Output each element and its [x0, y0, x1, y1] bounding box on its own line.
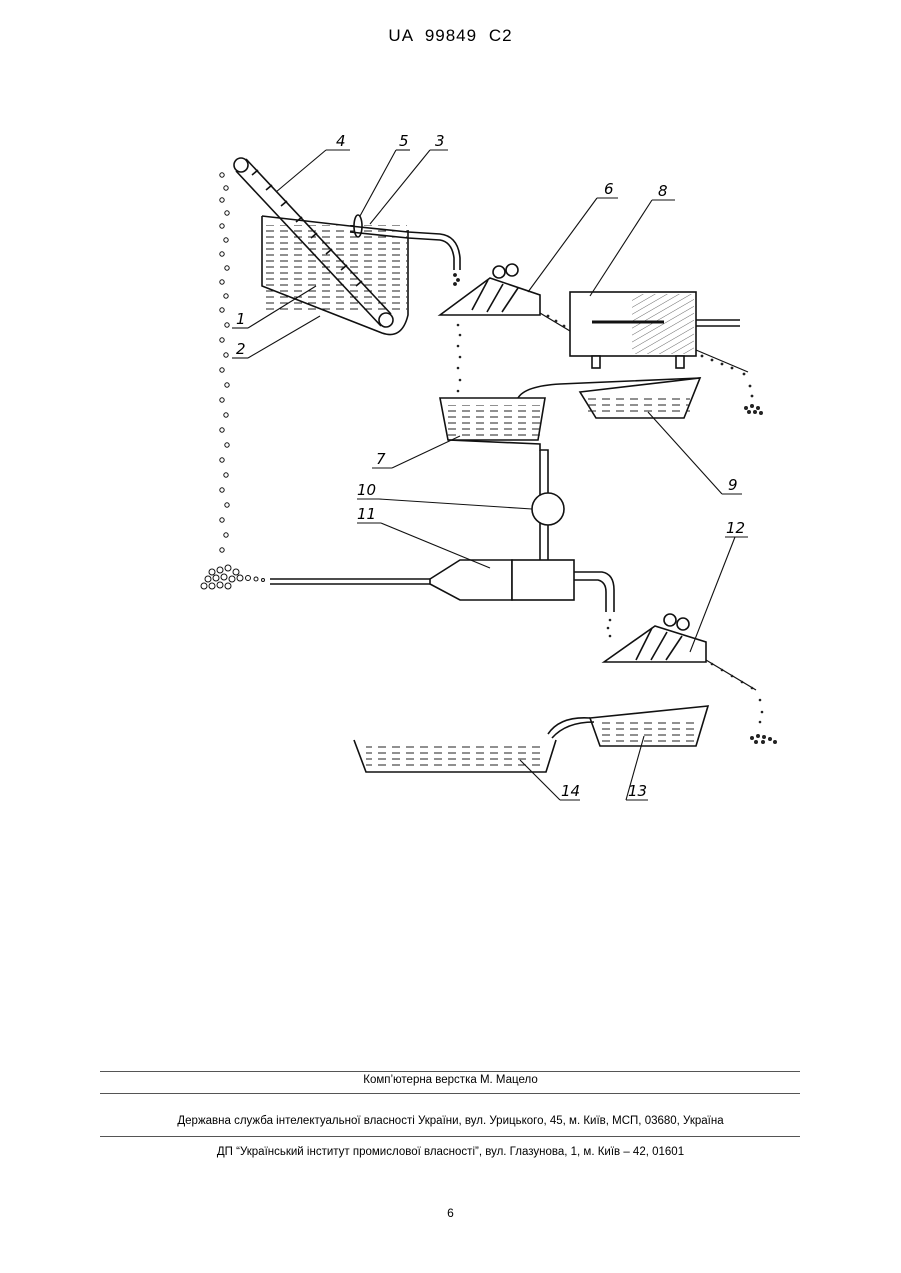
institute-address: ДП “Український інститут промислової вла…: [0, 1146, 901, 1158]
label-4: 4: [336, 132, 346, 150]
page-number: 6: [0, 1206, 901, 1220]
label-12: 12: [726, 519, 745, 537]
tank-13: [548, 706, 708, 746]
label-3: 3: [435, 132, 445, 150]
label-2: 2: [236, 340, 246, 358]
label-7: 7: [376, 450, 386, 468]
dryer-8: [570, 292, 740, 368]
layout-credit: Комп’ютерна верстка М. Мацело: [0, 1074, 901, 1086]
label-13: 13: [628, 782, 647, 800]
material-stream: [220, 173, 229, 552]
label-6: 6: [604, 180, 614, 198]
label-11: 11: [357, 505, 376, 523]
pump-10: [532, 493, 564, 525]
label-9: 9: [728, 476, 738, 494]
agency-address: Державна служба інтелектуальної власност…: [0, 1115, 901, 1127]
label-1: 1: [236, 310, 246, 328]
tank-9: [580, 378, 700, 418]
process-diagram: 1 2 3 4 5 6 7 8 9 10 11 12 13 14: [0, 0, 901, 860]
tank-14: [354, 740, 556, 772]
screen-12: [604, 614, 706, 662]
label-14: 14: [561, 782, 580, 800]
footer-rule-2: [100, 1093, 800, 1094]
label-8: 8: [658, 182, 668, 200]
label-5: 5: [399, 132, 409, 150]
footer-rule-3: [100, 1136, 800, 1137]
screen-6: [440, 264, 540, 315]
label-10: 10: [357, 481, 376, 499]
unit-11: [430, 560, 614, 612]
material-pile: [201, 565, 265, 589]
footer-rule-1: [100, 1071, 800, 1072]
